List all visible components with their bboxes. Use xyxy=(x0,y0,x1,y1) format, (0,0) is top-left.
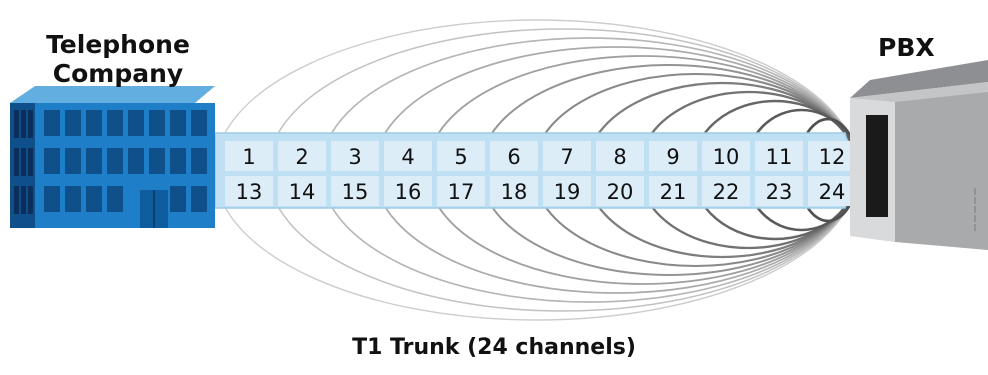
channel-number: 24 xyxy=(819,180,846,204)
channel-number: 14 xyxy=(289,180,316,204)
channel-number: 8 xyxy=(613,145,626,169)
channel-number: 12 xyxy=(819,145,846,169)
channel-number: 23 xyxy=(766,180,793,204)
channel-cell xyxy=(596,141,644,171)
channel-cell xyxy=(649,176,697,206)
channel-cell xyxy=(384,176,432,206)
channel-number: 21 xyxy=(660,180,687,204)
channel-cell xyxy=(225,176,273,206)
channel-number: 2 xyxy=(295,145,308,169)
channel-cell xyxy=(437,176,485,206)
channel-cell xyxy=(384,141,432,171)
channel-number: 9 xyxy=(666,145,679,169)
channel-cell xyxy=(755,176,803,206)
channel-number: 1 xyxy=(242,145,255,169)
channel-number: 11 xyxy=(766,145,793,169)
channel-number: 7 xyxy=(560,145,573,169)
pbx-server-icon xyxy=(850,60,988,250)
channel-number: 6 xyxy=(507,145,520,169)
channel-number: 15 xyxy=(342,180,369,204)
channel-number: 10 xyxy=(713,145,740,169)
channel-cell xyxy=(755,141,803,171)
channel-cell xyxy=(278,176,326,206)
channel-number: 3 xyxy=(348,145,361,169)
channel-number: 18 xyxy=(501,180,528,204)
channel-cell xyxy=(437,141,485,171)
channel-cell xyxy=(808,141,856,171)
channel-cells-bottom-row: 13 14 15 16 17 18 19 20 21 22 23 24 xyxy=(225,176,856,206)
channel-number: 22 xyxy=(713,180,740,204)
channel-cell xyxy=(225,141,273,171)
channel-cell xyxy=(649,141,697,171)
channel-cell xyxy=(808,176,856,206)
channel-cell xyxy=(543,176,591,206)
telephone-company-building-icon xyxy=(10,86,215,228)
channel-number: 19 xyxy=(554,180,581,204)
telephone-company-label-line2: Company xyxy=(52,59,184,88)
channel-cell xyxy=(702,176,750,206)
channel-cell xyxy=(490,176,538,206)
telephone-company-label: Telephone Company xyxy=(28,30,208,88)
channel-cell xyxy=(331,141,379,171)
telephone-company-label-line1: Telephone xyxy=(46,30,190,59)
channel-number: 5 xyxy=(454,145,467,169)
channel-number: 16 xyxy=(395,180,422,204)
channel-cell xyxy=(490,141,538,171)
trunk-caption: T1 Trunk (24 channels) xyxy=(352,335,636,360)
channel-number: 17 xyxy=(448,180,475,204)
pbx-label: PBX xyxy=(878,33,935,62)
channel-cell xyxy=(543,141,591,171)
channel-number: 4 xyxy=(401,145,414,169)
channel-cell xyxy=(278,141,326,171)
channel-cell xyxy=(331,176,379,206)
channel-number: 13 xyxy=(236,180,263,204)
channel-number: 20 xyxy=(607,180,634,204)
channel-cell xyxy=(596,176,644,206)
channel-cell xyxy=(702,141,750,171)
